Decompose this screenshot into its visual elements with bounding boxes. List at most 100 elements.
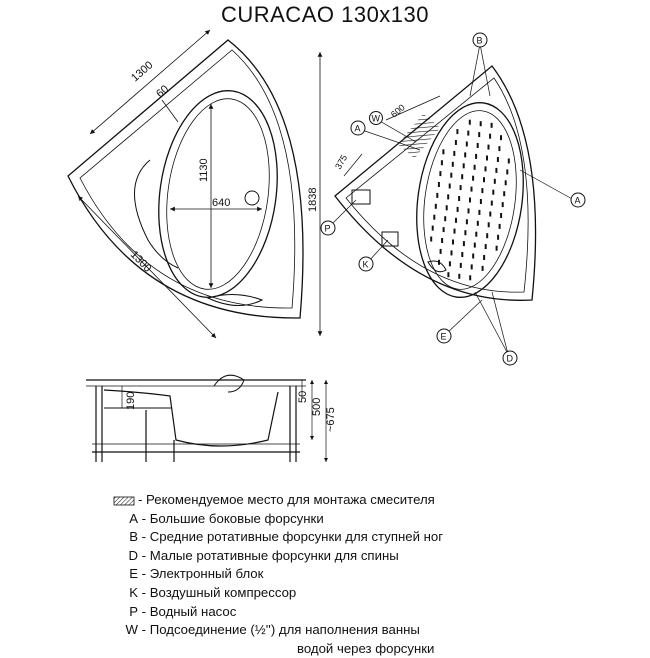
massage-jet	[483, 255, 486, 260]
marker-b: B	[472, 32, 488, 48]
massage-jet	[472, 175, 475, 181]
massage-jet	[467, 130, 470, 136]
plan-bowl-inner	[166, 98, 270, 290]
massage-jet	[464, 230, 467, 236]
legend: - Рекомендуемое место для монтажа смесит…	[112, 491, 642, 658]
massage-jet	[481, 188, 484, 194]
dim-mixer-side: 375	[333, 153, 349, 171]
marker-a-left: A	[350, 120, 366, 136]
massage-jet	[459, 185, 462, 191]
massage-jet	[464, 152, 467, 158]
massage-jet	[489, 133, 492, 139]
svg-text:A: A	[355, 124, 361, 134]
massage-jet	[503, 191, 506, 197]
jets-outline-inner	[345, 77, 529, 293]
massage-jet	[451, 161, 454, 167]
technical-drawing: 1300 60 1130 640 1300 1838 600 375 B A	[67, 29, 586, 462]
massage-jet	[456, 206, 459, 212]
massage-jet	[439, 171, 442, 177]
massage-jet	[473, 164, 476, 170]
dim-total-height: ~675	[325, 407, 337, 432]
dim-rim: 60	[154, 83, 171, 100]
plan-outline-inner	[79, 49, 296, 309]
massage-jet	[506, 169, 509, 175]
legend-row-mixer: - Рекомендуемое место для монтажа смесит…	[112, 491, 642, 510]
massage-jet	[472, 253, 475, 259]
massage-jet	[469, 275, 472, 281]
plan-view	[67, 29, 323, 339]
massage-jet	[444, 216, 447, 222]
svg-text:B: B	[477, 36, 483, 46]
jets-bowl-inner	[423, 110, 517, 290]
massage-jet	[465, 141, 468, 147]
massage-jet	[468, 119, 471, 125]
massage-jet	[461, 252, 464, 257]
legend-row-d: D - Малые ротативные форсунки для спины	[128, 547, 399, 563]
massage-jet	[450, 250, 453, 256]
massage-jet	[454, 140, 457, 145]
massage-jet	[436, 192, 439, 198]
massage-jet	[498, 146, 501, 152]
massage-jet	[465, 219, 468, 225]
svg-text:D: D	[507, 354, 514, 364]
massage-jet	[476, 143, 479, 148]
dim-line-mixer-offset	[385, 95, 441, 121]
massage-jet	[478, 132, 481, 138]
jets-bowl	[416, 102, 524, 298]
plan-outline	[67, 39, 304, 319]
leader-k	[367, 239, 389, 263]
marker-p: P	[320, 220, 336, 236]
marker-k: K	[358, 256, 374, 272]
massage-jet	[461, 174, 464, 180]
leader-d	[474, 291, 509, 355]
leader-e	[445, 299, 483, 335]
massage-jet	[479, 199, 482, 204]
massage-jet	[507, 158, 510, 164]
massage-jet	[440, 160, 443, 166]
massage-jet	[473, 242, 476, 248]
massage-jet	[448, 261, 451, 267]
massage-jet	[498, 223, 501, 229]
svg-text:P: P	[325, 224, 331, 234]
dim-bowl-length: 1130	[198, 158, 210, 182]
massage-jet	[450, 172, 453, 178]
massage-jet	[475, 153, 478, 159]
massage-jet	[456, 129, 459, 135]
massage-jet	[437, 182, 440, 187]
massage-jet	[430, 236, 433, 242]
massage-jet	[487, 222, 490, 228]
massage-jet	[462, 241, 465, 247]
marker-d: D	[502, 350, 518, 366]
legend-text-mixer: - Рекомендуемое место для монтажа смесит…	[138, 492, 435, 507]
mixer-hatch-icon	[113, 496, 135, 505]
leader-b	[469, 43, 481, 97]
dim-line-mixer-side	[343, 153, 363, 177]
massage-jet	[495, 167, 498, 173]
massage-jet	[469, 197, 471, 203]
massage-jet	[479, 121, 482, 127]
massage-jet	[453, 150, 456, 156]
massage-jet	[490, 200, 493, 206]
legend-row-w-continued: водой через форсунки	[297, 640, 435, 656]
massage-jet	[501, 202, 504, 208]
mixer-mount-area	[397, 113, 441, 159]
svg-text:K: K	[363, 260, 369, 270]
massage-jet	[490, 122, 493, 128]
marker-a-right: A	[570, 192, 586, 208]
massage-jet	[492, 189, 495, 195]
side-bowl-profile	[103, 389, 279, 447]
massage-jet	[486, 155, 488, 161]
massage-jet	[447, 194, 450, 200]
legend-row-w: W - Подсоединение (½'') для наполнения в…	[125, 622, 420, 638]
legend-row-p: P - Водный насос	[129, 603, 237, 619]
massage-jet	[470, 264, 473, 270]
massage-jet	[495, 245, 498, 251]
massage-jet	[475, 231, 478, 237]
massage-jet	[452, 239, 454, 245]
massage-jets-grid	[430, 119, 510, 281]
massage-jet	[470, 186, 473, 192]
legend-row-e: E - Электронный блок	[129, 566, 264, 582]
jets-outline	[334, 65, 537, 301]
massage-jet	[489, 211, 492, 217]
leader-a-left	[361, 129, 421, 151]
